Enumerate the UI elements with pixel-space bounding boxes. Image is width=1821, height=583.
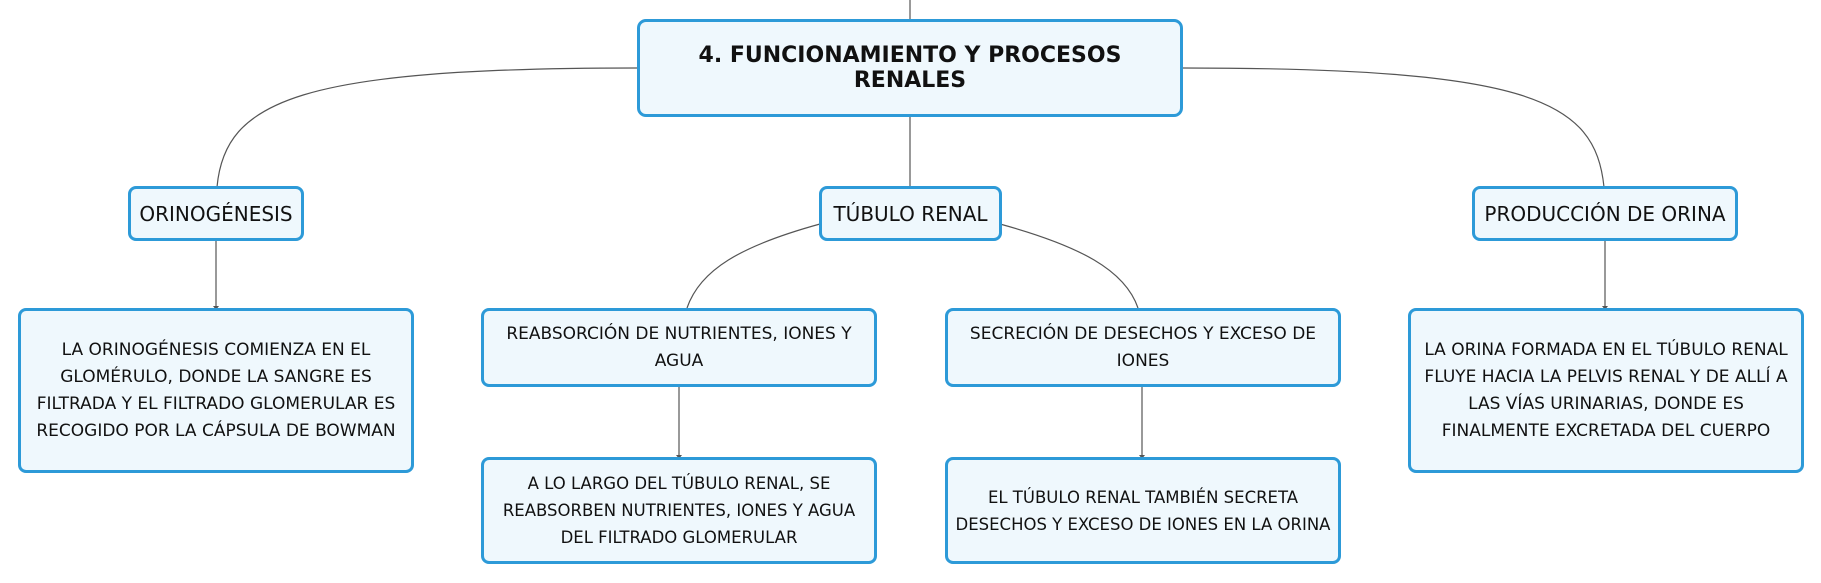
detail-node-text: A LO LARGO DEL TÚBULO RENAL, SE REABSORB…: [502, 474, 856, 547]
detail-node-orinogenesis[interactable]: LA ORINOGÉNESIS COMIENZA EN EL GLOMÉRULO…: [18, 308, 414, 473]
connector-tubulo-to-secrecion: [999, 223, 1139, 309]
branch-node-label: PRODUCCIÓN DE ORINA: [1484, 201, 1726, 226]
connector-root-to-produccion: [1182, 67, 1605, 188]
detail-node-produccion-de-orina[interactable]: LA ORINA FORMADA EN EL TÚBULO RENAL FLUY…: [1408, 308, 1804, 473]
detail-node-text: LA ORINOGÉNESIS COMIENZA EN EL GLOMÉRULO…: [36, 339, 396, 441]
subtopic-node-label: REABSORCIÓN DE NUTRIENTES, IONES Y AGUA: [506, 323, 852, 371]
root-node[interactable]: 4. FUNCIONAMIENTO Y PROCESOS RENALES: [637, 19, 1183, 117]
branch-node-label: TÚBULO RENAL: [833, 201, 988, 226]
branch-node-produccion-de-orina[interactable]: PRODUCCIÓN DE ORINA: [1472, 186, 1738, 241]
connector-root-to-orinogenesis: [216, 67, 638, 188]
subtopic-node-reabsorcion[interactable]: REABSORCIÓN DE NUTRIENTES, IONES Y AGUA: [481, 308, 877, 387]
branch-node-tubulo-renal[interactable]: TÚBULO RENAL: [819, 186, 1002, 241]
branch-node-orinogenesis[interactable]: ORINOGÉNESIS: [128, 186, 304, 241]
detail-node-text: LA ORINA FORMADA EN EL TÚBULO RENAL FLUY…: [1424, 339, 1788, 441]
detail-node-secrecion[interactable]: EL TÚBULO RENAL TAMBIÉN SECRETA DESECHOS…: [945, 457, 1341, 564]
connector-tubulo-to-reabsorcion: [686, 223, 821, 309]
subtopic-node-label: SECRECIÓN DE DESECHOS Y EXCESO DE IONES: [969, 323, 1317, 371]
branch-node-label: ORINOGÉNESIS: [139, 201, 293, 226]
subtopic-node-secrecion[interactable]: SECRECIÓN DE DESECHOS Y EXCESO DE IONES: [945, 308, 1341, 387]
detail-node-text: EL TÚBULO RENAL TAMBIÉN SECRETA DESECHOS…: [955, 487, 1331, 534]
root-node-label: 4. FUNCIONAMIENTO Y PROCESOS RENALES: [698, 43, 1122, 93]
detail-node-reabsorcion[interactable]: A LO LARGO DEL TÚBULO RENAL, SE REABSORB…: [481, 457, 877, 564]
